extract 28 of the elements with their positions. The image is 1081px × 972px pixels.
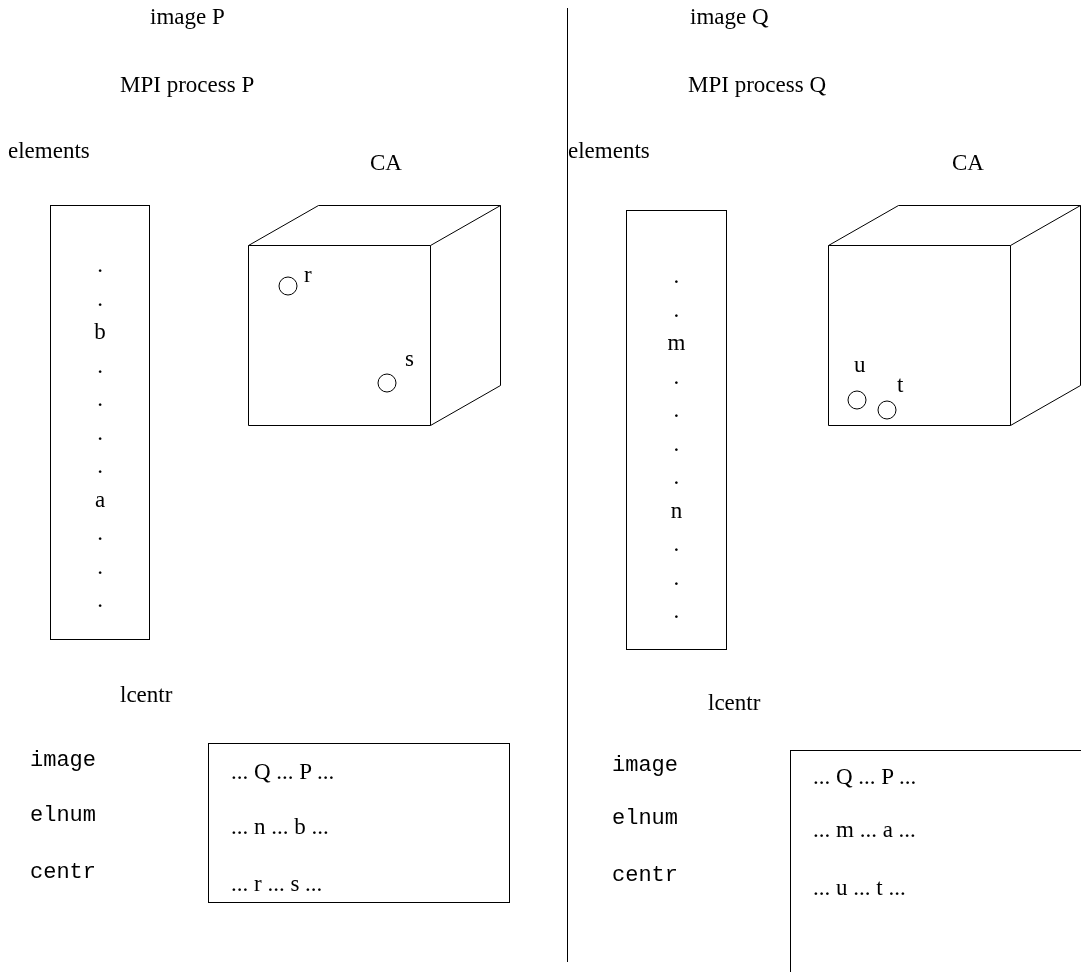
array-row-text: ... r ... s ... [231, 871, 323, 897]
column-heading: elements [8, 138, 90, 164]
array-row-text: ... u ... t ... [813, 875, 906, 901]
array-row-text: ... Q ... P ... [231, 759, 335, 785]
heading-label: MPI process Q [688, 72, 826, 98]
heading-label: MPI process P [120, 72, 255, 98]
point-label: r [304, 262, 312, 288]
array-row-text: ... n ... b ... [231, 814, 329, 840]
column-heading: elements [568, 138, 650, 164]
array-entries: . . m . . . . n . . . [667, 262, 686, 625]
array-row-text: ... Q ... P ... [813, 764, 917, 790]
point-label: t [897, 372, 904, 398]
row-name: image [30, 748, 96, 774]
cube-heading: CA [370, 150, 402, 176]
row-name: elnum [612, 806, 678, 832]
row-name: centr [30, 860, 96, 886]
heading-label: image Q [690, 4, 769, 30]
array-row-text: ... m ... a ... [813, 817, 916, 843]
point-label: s [405, 346, 414, 372]
array-entries: . . b . . . . a . . . [94, 251, 106, 614]
table-heading: lcentr [708, 690, 761, 716]
row-name: elnum [30, 803, 96, 829]
row-name: centr [612, 863, 678, 889]
row-name: image [612, 753, 678, 779]
table-heading: lcentr [120, 682, 173, 708]
heading-label: image P [150, 4, 225, 30]
cube-heading: CA [952, 150, 984, 176]
point-label: u [854, 352, 866, 378]
